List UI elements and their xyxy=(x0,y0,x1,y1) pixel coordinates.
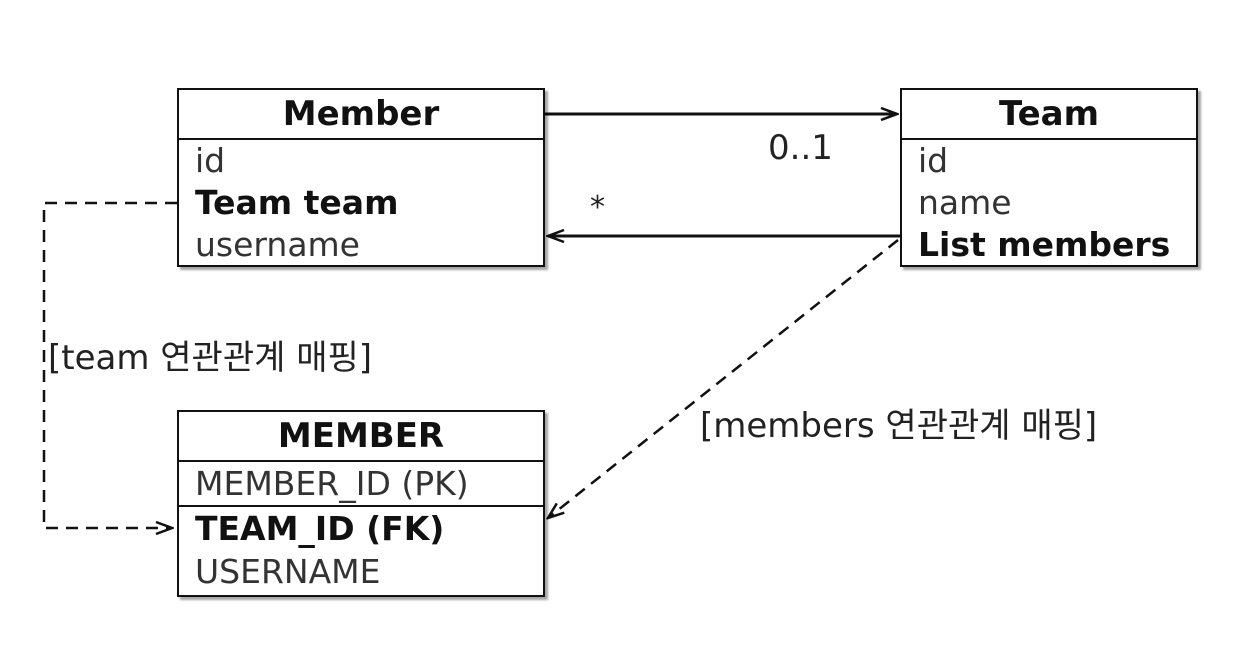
team-mapping-dashed-line xyxy=(42,201,177,528)
member-table-column-pk: MEMBER_ID (PK) xyxy=(179,462,543,507)
team-class-box: Team id name List members xyxy=(900,88,1198,267)
team-field-members: List members xyxy=(918,225,1171,264)
team-field-id: id xyxy=(918,141,949,180)
multiplicity-zero-to-one: 0..1 xyxy=(768,128,833,168)
members-mapping-dashed-line xyxy=(548,239,899,518)
member-field-team: Team team xyxy=(195,183,399,222)
team-class-title: Team xyxy=(902,90,1196,140)
member-table-column-username: USERNAME xyxy=(195,552,381,591)
multiplicity-many: * xyxy=(590,190,605,225)
member-class-title: Member xyxy=(179,90,543,140)
team-mapping-label: [team 연관관계 매핑] xyxy=(48,338,373,378)
member-table-column-fk: TEAM_ID (FK) xyxy=(195,509,445,548)
member-class-box: Member id Team team username xyxy=(177,88,545,267)
member-field-id: id xyxy=(195,141,226,180)
member-field-username: username xyxy=(195,225,360,264)
member-table-box: MEMBER MEMBER_ID (PK) TEAM_ID (FK) USERN… xyxy=(177,410,545,597)
members-mapping-label: [members 연관관계 매핑] xyxy=(700,406,1098,446)
member-table-title: MEMBER xyxy=(179,412,543,462)
team-field-name: name xyxy=(918,183,1012,222)
